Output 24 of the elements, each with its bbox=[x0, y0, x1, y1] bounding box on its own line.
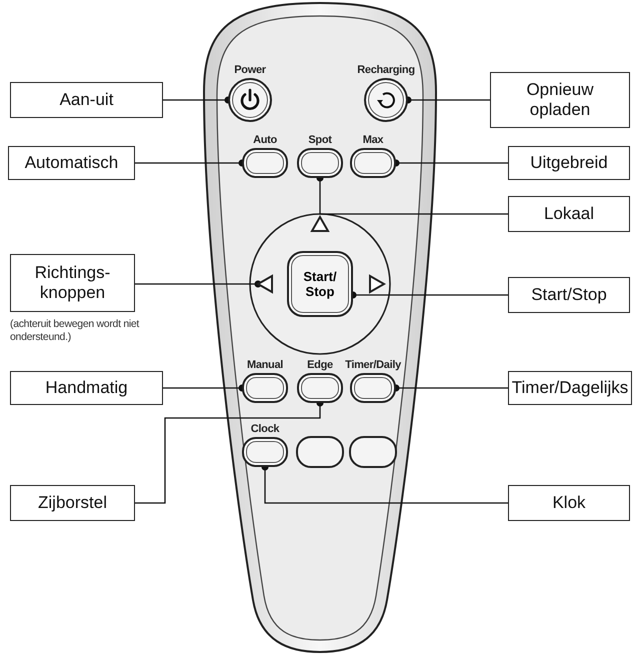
button-label: Spot bbox=[308, 133, 332, 148]
button-label: Recharging bbox=[357, 63, 415, 78]
callout-box: Start/Stop bbox=[508, 277, 630, 313]
button-label: Max bbox=[362, 133, 384, 148]
callout-box: Uitgebreid bbox=[508, 146, 630, 180]
button-label: Power bbox=[234, 63, 266, 78]
start-stop-button: Start/ Stop bbox=[287, 251, 353, 317]
left-arrow-button bbox=[256, 274, 274, 294]
button-label: Auto bbox=[253, 133, 277, 148]
callout-box: Timer/Dagelijks bbox=[508, 371, 632, 405]
button-label: Timer/Daily bbox=[345, 358, 401, 373]
callout-box: Handmatig bbox=[10, 371, 163, 405]
callout-box: Richtings- knoppen bbox=[10, 254, 135, 312]
leader-line bbox=[135, 280, 262, 288]
callout-box: Zijborstel bbox=[10, 485, 135, 521]
note-text: (achteruit bewegen wordt niet ondersteund.) bbox=[10, 318, 140, 344]
button-label: Manual bbox=[246, 358, 284, 373]
callout-box: Opnieuw opladen bbox=[490, 72, 630, 128]
callout-box: Lokaal bbox=[508, 196, 630, 232]
callout-box: Automatisch bbox=[8, 146, 135, 180]
callout-box: Aan-uit bbox=[10, 82, 163, 118]
callout-box: Klok bbox=[508, 485, 630, 521]
button-label: Edge bbox=[307, 358, 333, 373]
button-label: Clock bbox=[250, 422, 280, 437]
